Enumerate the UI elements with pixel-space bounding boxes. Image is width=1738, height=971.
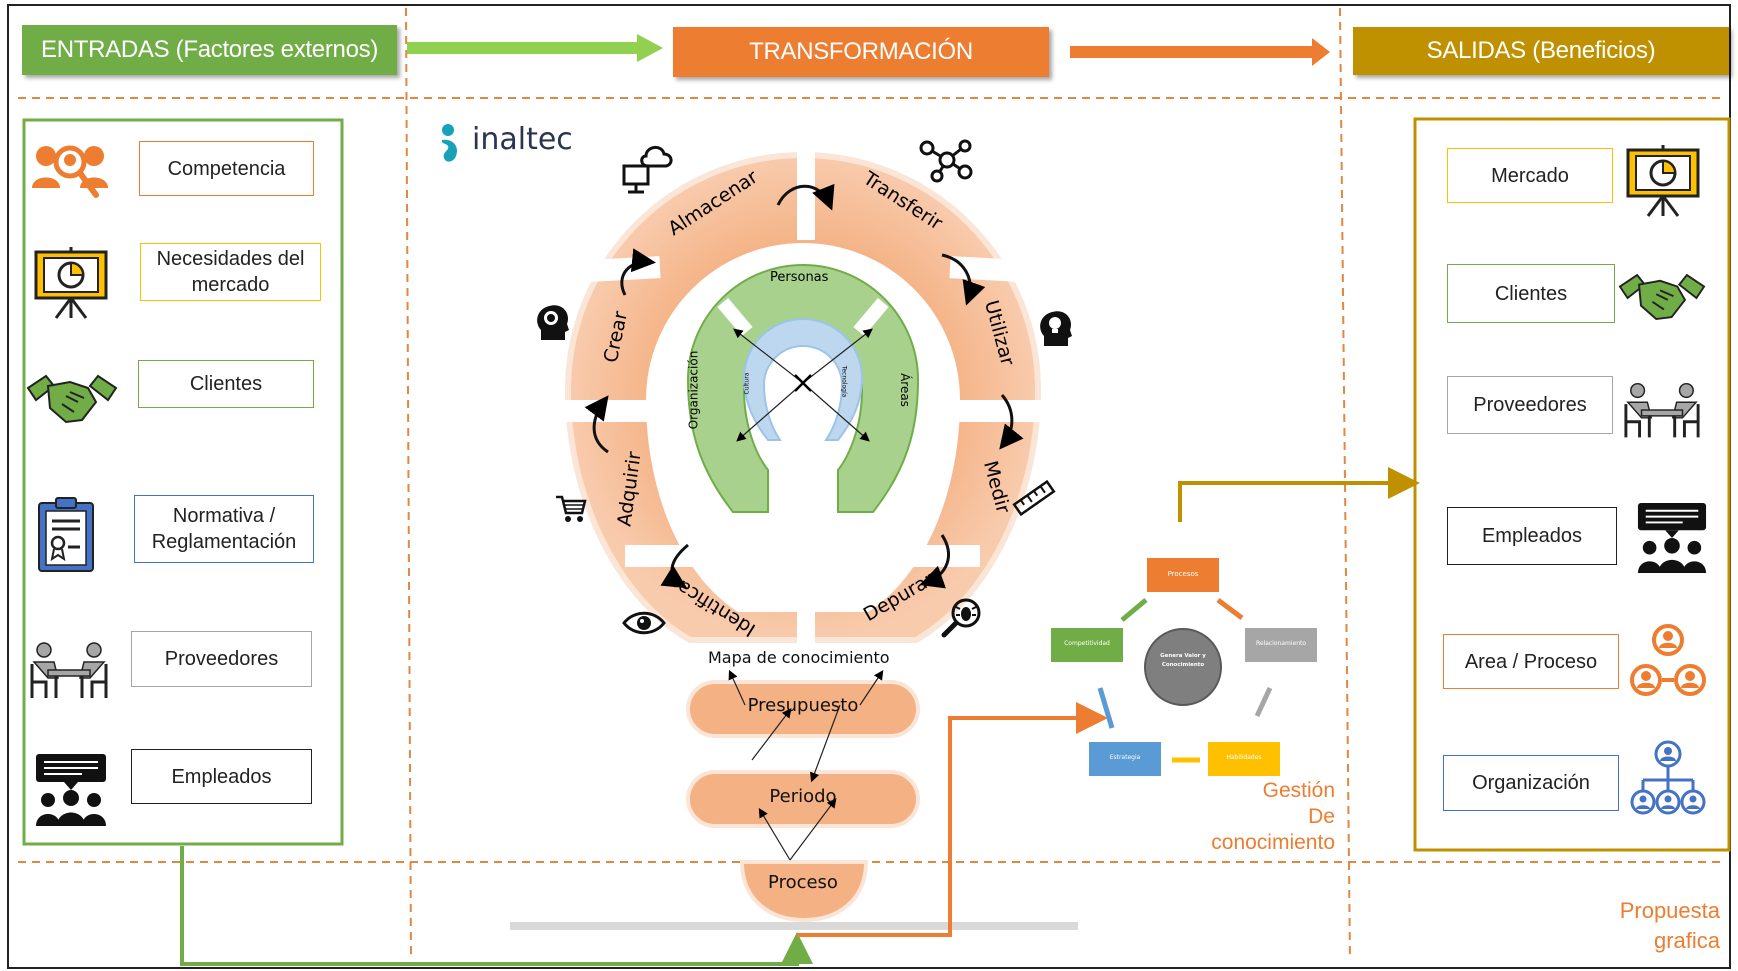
area-process-icon	[1630, 624, 1706, 696]
gestion-node-procesos	[1147, 558, 1219, 592]
brain-head-icon	[537, 305, 569, 340]
base-proceso: Proceso	[768, 872, 838, 893]
entrada-clientes: Clientes	[138, 360, 314, 408]
inaltec-logo: inaltec	[430, 120, 590, 170]
header-transformacion: TRANSFORMACIÓN	[673, 27, 1049, 77]
propuesta-line-1: Propuesta	[1619, 898, 1720, 923]
gestion-label-estrategia: Estrategia	[1109, 754, 1141, 761]
ruler-icon	[1012, 479, 1056, 517]
entrada-empleados: Empleados	[131, 749, 312, 804]
salida-clientes: Clientes	[1447, 264, 1615, 323]
gestion-cycle	[1051, 558, 1317, 776]
salida-proveedores: Proveedores	[1447, 376, 1613, 434]
core-label-tecnologia: Tecnología	[840, 365, 848, 398]
salida-area-proceso: Area / Proceso	[1443, 634, 1619, 689]
gestion-caption: Gestión De conocimiento	[1160, 778, 1335, 856]
propuesta-line-2: grafica	[1653, 928, 1720, 953]
network-nodes-icon	[919, 139, 973, 183]
gestion-center-label: Genera Valor y Conocimiento	[1160, 653, 1206, 668]
eye-icon	[622, 611, 666, 635]
meeting-table-icon	[1624, 382, 1700, 438]
logo-mark-icon	[441, 124, 458, 162]
handshake-icon	[26, 374, 118, 424]
header-arrows	[407, 34, 1330, 66]
entradas-panel-border	[22, 118, 344, 846]
shopping-cart-icon	[556, 495, 587, 522]
gestion-node-estrategia	[1089, 742, 1161, 776]
gestion-label-procesos: Procesos	[1167, 570, 1199, 578]
salida-empleados: Empleados	[1447, 507, 1617, 565]
header-salidas: SALIDAS (Beneficios)	[1353, 27, 1729, 75]
meeting-table-icon	[30, 642, 108, 698]
certificate-icon	[38, 497, 94, 572]
gestion-caption-line-2: De	[1308, 805, 1335, 828]
entrada-proveedores: Proveedores	[131, 631, 312, 687]
presentation-board-icon	[1626, 145, 1700, 217]
gestion-node-competitividad	[1051, 628, 1123, 662]
header-entradas: ENTRADAS (Factores externos)	[22, 25, 397, 75]
entrada-competencia: Competencia	[139, 141, 314, 196]
gestion-label-competitividad: Competitividad	[1064, 640, 1110, 647]
inner-label-organizacion: Organización	[686, 350, 701, 430]
salida-organizacion: Organización	[1443, 755, 1619, 811]
gestion-caption-line-1: Gestión	[1262, 779, 1335, 802]
base-title: Mapa de conocimiento	[708, 648, 890, 667]
organization-icon	[1630, 740, 1706, 815]
entrada-necesidades-mercado: Necesidades del mercado	[140, 243, 321, 301]
bulb-graphic	[510, 150, 1078, 930]
inner-label-areas: Áreas	[897, 373, 912, 407]
base-periodo: Periodo	[769, 786, 837, 807]
entrada-normativa: Normativa / Reglamentación	[134, 495, 314, 563]
bug-search-icon	[941, 598, 981, 638]
gestion-label-habilidades: Habilidades	[1226, 754, 1262, 761]
gestion-caption-line-3: conocimiento	[1211, 831, 1335, 854]
logo-text: inaltec	[472, 122, 573, 157]
base-presupuesto: Presupuesto	[747, 695, 859, 716]
propuesta-grafica: Propuesta grafica	[1560, 896, 1720, 956]
idea-head-icon	[1040, 311, 1072, 346]
gestion-node-relacionamiento	[1245, 628, 1317, 662]
gestion-label-relacionamiento: Relacionamiento	[1255, 640, 1307, 647]
cloud-computer-icon	[622, 146, 673, 194]
presentation-board-icon	[34, 247, 108, 319]
gestion-node-habilidades	[1208, 742, 1280, 776]
salida-mercado: Mercado	[1447, 148, 1613, 203]
employees-icon	[1637, 502, 1707, 574]
inner-label-personas: Personas	[770, 270, 829, 285]
competition-icon	[32, 145, 108, 198]
employees-icon	[36, 754, 106, 826]
handshake-icon	[1618, 273, 1706, 321]
core-label-cultura: Cultura	[743, 372, 751, 395]
